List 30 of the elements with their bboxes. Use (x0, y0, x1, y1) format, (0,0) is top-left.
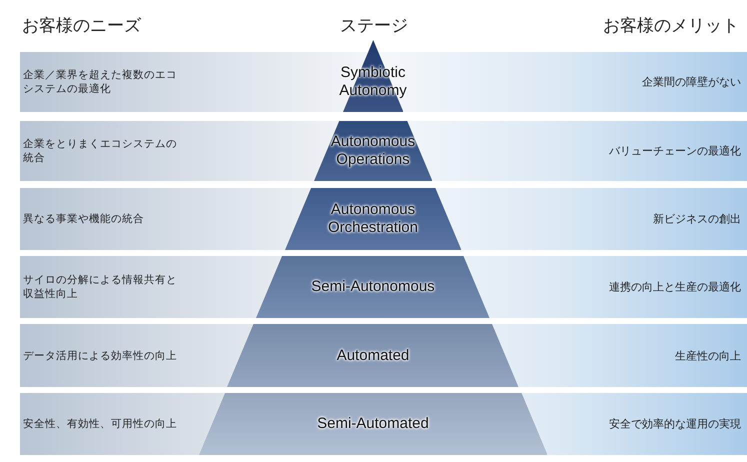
need-text: データ活用による効率性の向上 (23, 348, 178, 363)
pyramid-tier (314, 121, 432, 181)
need-text: サイロの分解による情報共有と収益性向上 (23, 272, 178, 302)
benefit-text: 連携の向上と生産の最適化 (609, 280, 741, 294)
need-text: 異なる事業や機能の統合 (23, 212, 145, 226)
pyramid-tier (284, 188, 462, 250)
need-text: 企業／業界を超えた複数のエコシステムの最適化 (23, 68, 178, 96)
benefit-text: 新ビジネスの創出 (653, 212, 741, 226)
stage-label: Autonomous Orchestration (326, 201, 419, 237)
pyramid-tier (198, 393, 548, 455)
benefit-text: バリューチェーンの最適化 (609, 144, 741, 158)
need-text: 安全性、有効性、可用性の向上 (23, 416, 178, 432)
stage-label: Autonomous Operations (330, 133, 416, 169)
tier-band (20, 188, 747, 250)
benefit-text: 安全で効率的な運用の実現 (609, 417, 741, 432)
pyramid-tier (227, 324, 519, 387)
stage-label: Automated (336, 346, 410, 364)
column-heading: お客様のニーズ (22, 15, 141, 37)
tier-band (20, 256, 747, 318)
need-text: 企業をとりまくエコシステムの統合 (23, 136, 178, 166)
pyramid-tier (256, 256, 490, 318)
stage-label: Semi-Automated (317, 415, 429, 433)
column-heading: ステージ (340, 15, 408, 37)
tier-band (20, 393, 747, 455)
benefit-text: 企業間の障壁がない (642, 75, 741, 90)
benefit-text: 生産性の向上 (675, 349, 741, 363)
tier-band (20, 324, 747, 387)
column-heading: お客様のメリット (603, 15, 739, 37)
tier-band (20, 121, 747, 181)
stage-label: Semi-Autonomous (311, 278, 435, 296)
